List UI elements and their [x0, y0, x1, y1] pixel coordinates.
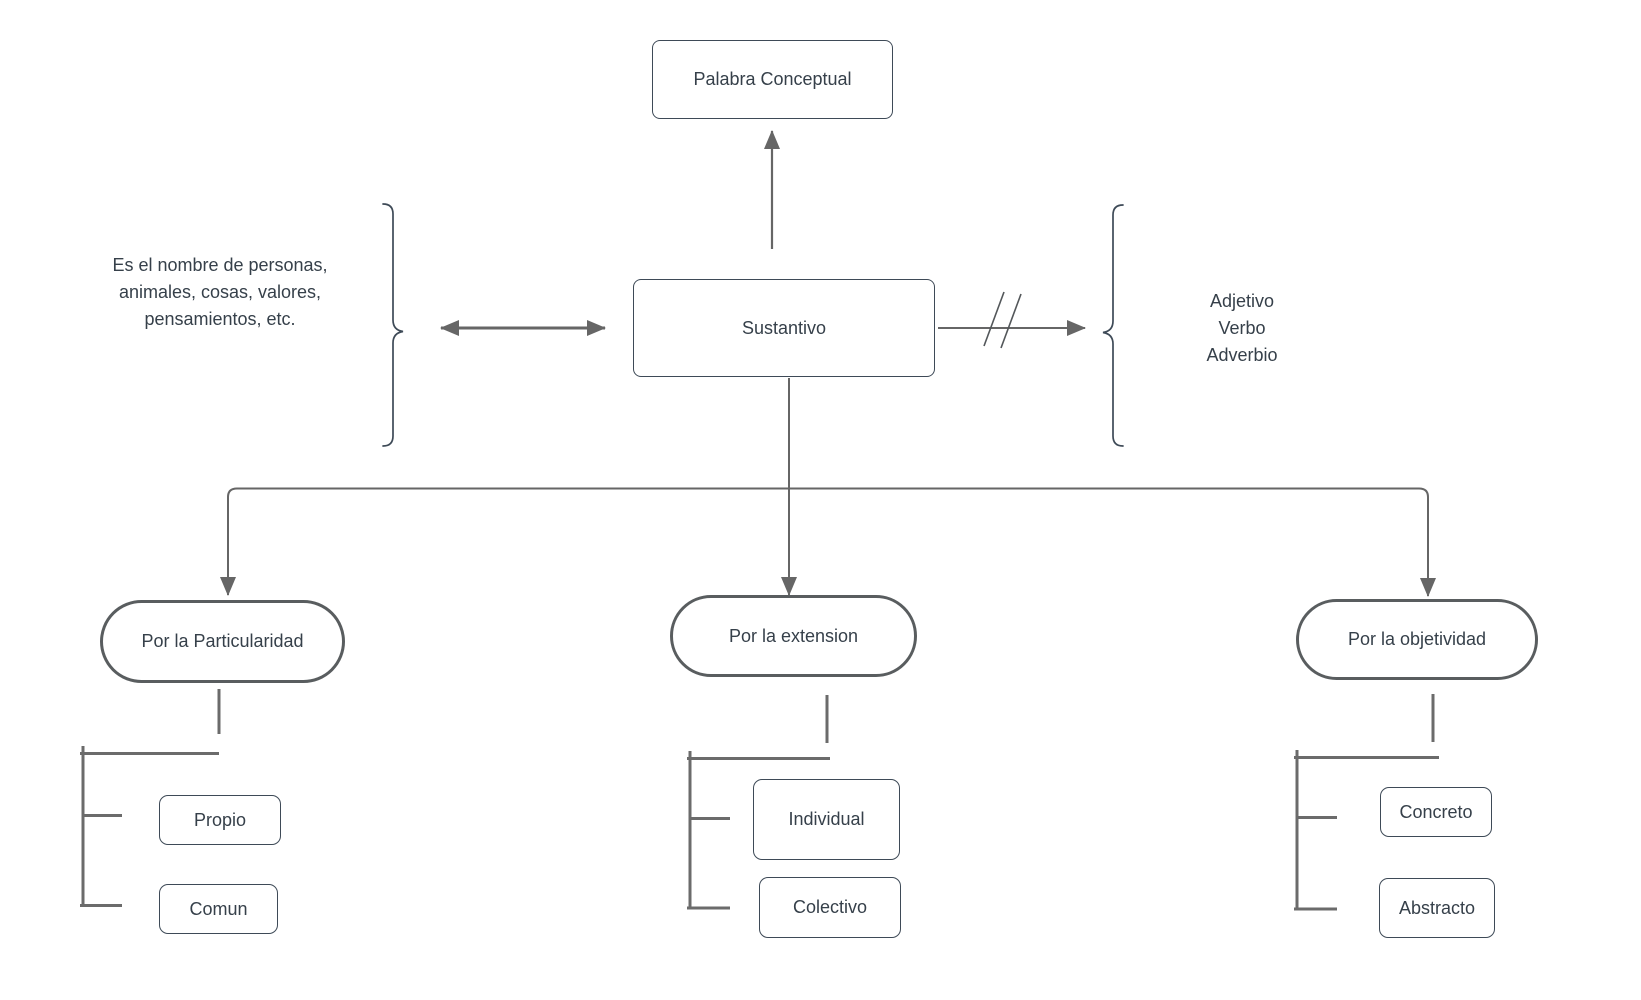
branch-oval-particularidad: Por la Particularidad — [100, 600, 345, 683]
bracket-particularidad — [80, 746, 219, 907]
right-brace — [1102, 204, 1124, 447]
other-classes-note: Adjetivo Verbo Adverbio — [1206, 291, 1278, 365]
center-node-sustantivo: Sustantivo — [633, 279, 935, 377]
leaf-label: Individual — [788, 809, 865, 829]
leaf-abstracto: Abstracto — [1379, 878, 1495, 938]
branch-label: Por la objetividad — [1347, 629, 1487, 649]
branch-oval-objetividad: Por la objetividad — [1296, 599, 1538, 680]
bracket-objetividad — [1294, 750, 1439, 911]
left-brace — [382, 203, 404, 447]
root-node-palabra-conceptual: Palabra Conceptual — [652, 40, 893, 119]
branch-oval-extension: Por la extension — [670, 595, 917, 677]
tree-branch-left — [220, 487, 789, 596]
leaf-label: Abstracto — [1398, 897, 1476, 918]
leaf-propio: Propio — [159, 795, 281, 845]
slash-mark-2 — [1000, 293, 1022, 349]
center-node-label: Sustantivo — [741, 317, 827, 338]
leaf-concreto: Concreto — [1380, 787, 1492, 837]
branch-label: Por la extension — [728, 625, 859, 646]
leaf-colectivo: Colectivo — [759, 877, 901, 938]
leaf-label: Colectivo — [792, 897, 868, 917]
leaf-comun: Comun — [159, 884, 278, 934]
bracket-extension — [687, 751, 830, 910]
leaf-label: Propio — [193, 809, 247, 830]
leaf-individual: Individual — [753, 779, 900, 860]
slash-mark-1 — [983, 291, 1005, 347]
branch-label: Por la Particularidad — [141, 631, 304, 651]
leaf-label: Comun — [189, 898, 248, 919]
tree-branch-right — [789, 487, 1436, 597]
leaf-label: Concreto — [1399, 801, 1473, 822]
definition-note: Es el nombre de personas, animales, cosa… — [112, 255, 328, 329]
root-node-label: Palabra Conceptual — [693, 69, 852, 89]
